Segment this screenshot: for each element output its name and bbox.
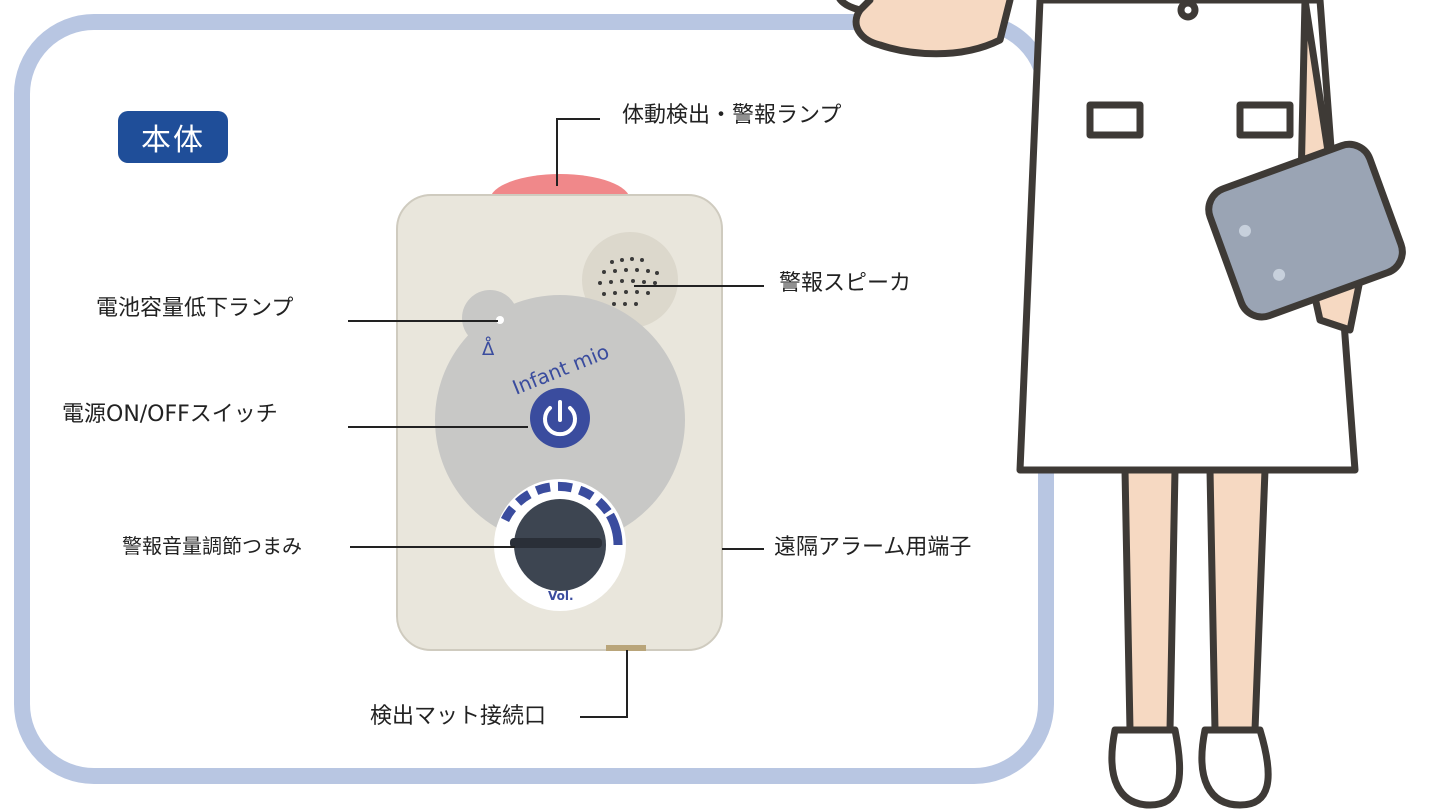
label-battery-lamp: 電池容量低下ランプ xyxy=(96,296,294,321)
nurse-illustration xyxy=(836,0,1406,809)
label-power-switch: 電源ON/OFFスイッチ xyxy=(62,402,278,427)
vol-text: Vol. xyxy=(548,589,574,603)
leader-volume-knob xyxy=(350,546,515,548)
battery-icon: ᐂ xyxy=(482,337,495,360)
leader-remote-terminal xyxy=(722,548,764,550)
device-unit: ᐂ Infant mio Vol. xyxy=(396,174,723,651)
leader-battery-lamp xyxy=(348,320,498,322)
label-speaker: 警報スピーカ xyxy=(779,271,912,296)
leader-speaker xyxy=(634,285,764,287)
leader-power-switch xyxy=(348,426,528,428)
label-mat-port: 検出マット接続口 xyxy=(370,704,547,729)
power-icon xyxy=(543,406,577,437)
leader-mat-port-h xyxy=(580,716,628,718)
leader-mat-port-v xyxy=(626,650,628,718)
label-remote-terminal: 遠隔アラーム用端子 xyxy=(774,535,972,560)
speaker-holes xyxy=(598,257,659,306)
label-motion-lamp: 体動検出・警報ランプ xyxy=(622,103,842,128)
leader-motion-lamp-v xyxy=(556,118,558,186)
label-volume-knob: 警報音量調節つまみ xyxy=(122,534,302,558)
battery-lamp xyxy=(496,316,504,324)
mat-port xyxy=(606,645,646,651)
leader-motion-lamp-h xyxy=(556,118,600,120)
title-badge: 本体 xyxy=(118,111,228,163)
